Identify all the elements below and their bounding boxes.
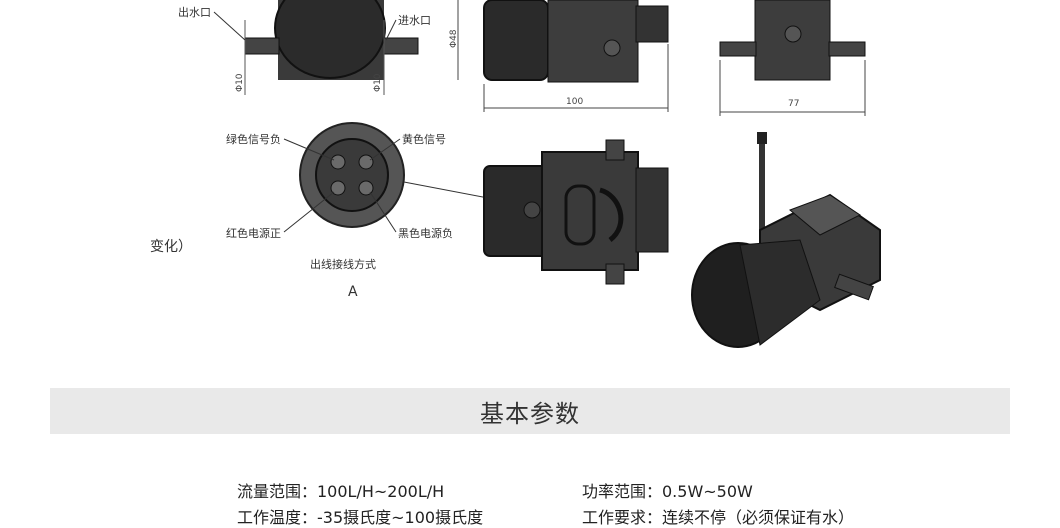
pump-head-plate — [541, 151, 639, 271]
pin-green — [330, 154, 346, 170]
pin-black — [358, 180, 374, 196]
pump-head-view — [483, 139, 669, 285]
dim-d10-right: Φ10 — [373, 73, 383, 92]
cable-3d — [759, 144, 765, 254]
view-a-label: A — [348, 284, 358, 300]
front-view-top-left: 出水口 进水口 Φ10 Φ10 — [178, 0, 431, 95]
dim-d10-left: Φ10 — [235, 73, 245, 92]
spec-list: 流量范围：100L/H~200L/H 功率范围：0.5W~50W 工作温度：-3… — [0, 470, 1060, 527]
connector-side — [635, 5, 669, 43]
dim-d48: Φ48 — [449, 29, 459, 48]
section-title: 基本参数 — [480, 399, 580, 428]
inlet-port — [383, 37, 419, 55]
pin-red — [330, 180, 346, 196]
side-note-text: 变化） — [150, 239, 192, 255]
spec-temp: 工作温度：-35摄氏度~100摄氏度 — [237, 508, 484, 527]
end-view-top-right: 77 — [719, 0, 866, 116]
motor-circle — [274, 0, 386, 79]
motor-side — [483, 0, 549, 81]
dim-100: 100 — [566, 97, 583, 107]
pump-head-connector — [635, 167, 669, 253]
section-banner: 基本参数 — [50, 388, 1010, 434]
green-signal-label: 绿色信号负 — [226, 132, 281, 146]
spec-requirement: 工作要求：连续不停（必须保证有水） — [582, 508, 855, 527]
side-view-top-middle: Φ48 100 — [449, 0, 669, 112]
connector-pinout: 绿色信号负 黄色信号 红色电源正 黑色电源负 出线接线方式 A — [226, 122, 531, 300]
spec-power: 功率范围：0.5W~50W — [582, 482, 753, 501]
pump-head-side — [547, 0, 639, 83]
wiring-method-label: 出线接线方式 — [310, 257, 376, 271]
end-port-right — [828, 41, 866, 57]
black-power-label: 黑色电源负 — [398, 226, 453, 240]
connector-inner — [315, 138, 389, 212]
spec-flow: 流量范围：100L/H~200L/H — [237, 482, 445, 501]
outlet-label: 出水口 — [178, 5, 211, 19]
yellow-signal-label: 黄色信号 — [402, 132, 446, 146]
dim-77: 77 — [788, 99, 799, 109]
red-power-label: 红色电源正 — [226, 226, 281, 240]
pin-yellow — [358, 154, 374, 170]
pump-3d-render — [691, 132, 881, 348]
outlet-port — [244, 37, 280, 55]
inlet-label: 进水口 — [398, 14, 431, 27]
end-port-left — [719, 41, 757, 57]
technical-drawing: 出水口 进水口 Φ10 Φ10 Φ48 100 77 — [178, 0, 881, 348]
